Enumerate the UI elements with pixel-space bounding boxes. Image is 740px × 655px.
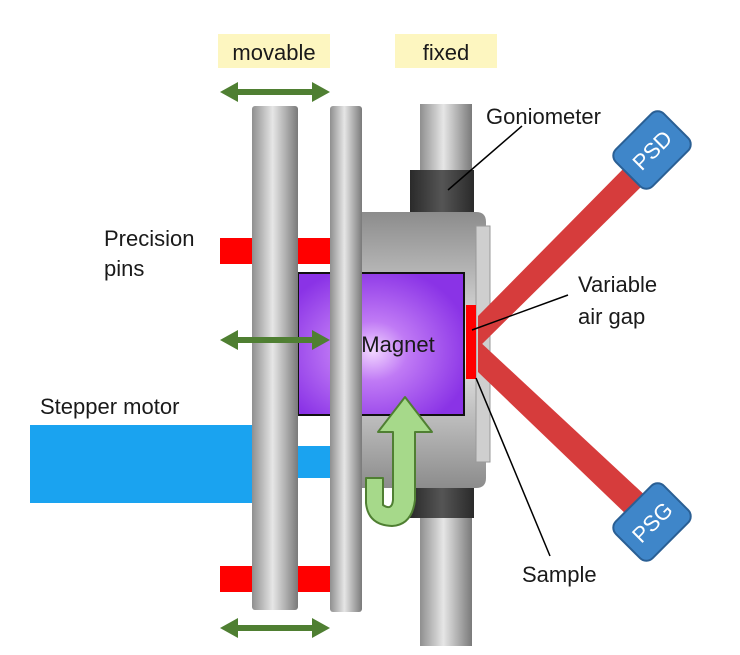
movable-plate-right [330,106,362,612]
psg-detector: PSG [612,482,692,562]
movable-tag [218,34,330,68]
precision-pin-top-left [220,238,254,264]
precision-pin-bottom-left [220,566,254,592]
variable-air-gap-label-line1: Variable [578,272,657,297]
precision-pin-top-right [298,238,332,264]
air-gap-leader [471,294,569,331]
beam-from-psg [478,340,650,518]
fixed-tag [395,34,497,68]
stepper-motor-label: Stepper motor [40,394,179,419]
precision-pin-bottom-right [298,566,332,592]
movable-arrow-middle [220,330,330,350]
fixed-label: fixed [423,40,469,65]
psd-detector: PSD [612,110,692,190]
sample-label: Sample [522,562,597,587]
goniometer-label: Goniometer [486,104,601,129]
movable-plate-left [252,106,298,610]
movable-arrow-top [220,82,330,102]
rotation-arrow [365,396,433,527]
movable-arrow-bottom [220,618,330,638]
precision-pins-label-line1: Precision [104,226,194,251]
stepper-motor-shaft [298,446,334,478]
goniometer-leader [447,125,523,191]
beam-to-psd [478,162,650,348]
movable-label: movable [232,40,315,65]
variable-air-gap-label-line2: air gap [578,304,645,329]
sample [466,305,476,379]
stepper-motor-body [30,425,255,503]
sample-leader [475,377,551,557]
precision-pins-label-line2: pins [104,256,144,281]
magnet-label: Magnet [361,332,434,357]
